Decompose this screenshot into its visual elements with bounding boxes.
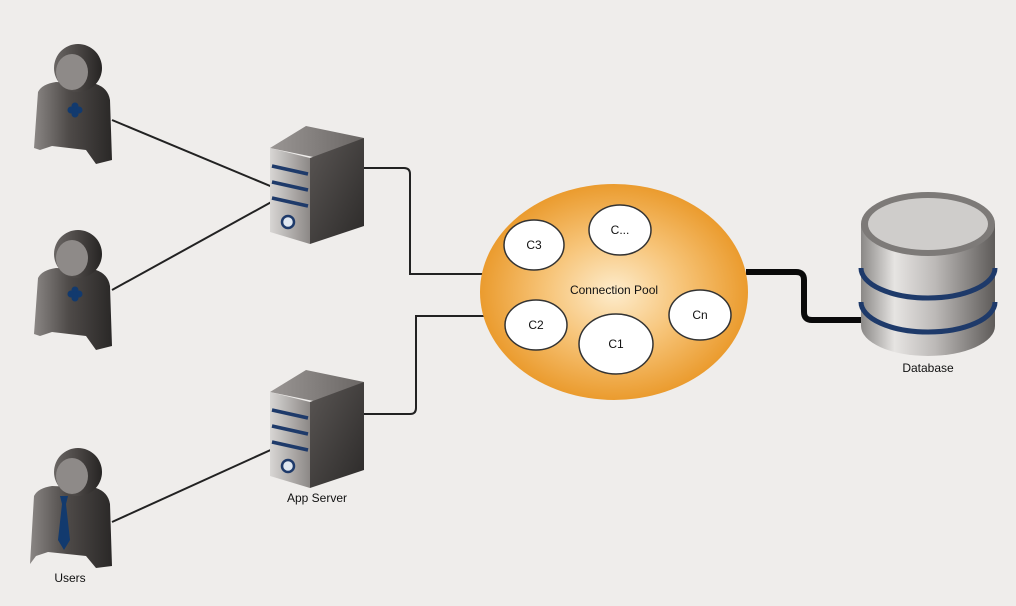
user-face — [56, 458, 88, 494]
flower-badge-icon — [67, 286, 83, 302]
links — [111, 119, 488, 523]
link-pool-database — [746, 269, 866, 323]
link-server2-pool — [364, 315, 488, 415]
server-stripes — [271, 164, 309, 208]
user-1 — [34, 44, 112, 164]
database-top — [868, 198, 988, 250]
connection-label: C2 — [528, 318, 544, 332]
necktie-icon — [58, 496, 70, 550]
app-server-label: App Server — [287, 491, 347, 505]
connection-label: C... — [611, 223, 630, 237]
server-1 — [270, 126, 364, 244]
connection-cn: Cn — [668, 289, 732, 341]
users-label: Users — [54, 571, 85, 585]
user-face — [56, 240, 88, 276]
server-power-icon — [280, 458, 296, 474]
connection-pool-label: Connection Pool — [570, 283, 658, 297]
user-body — [34, 82, 112, 164]
link-server1-pool — [364, 167, 488, 275]
link-user3-server2 — [111, 447, 276, 523]
user-body — [34, 268, 112, 350]
server-power-icon — [280, 214, 296, 230]
database-band — [858, 301, 998, 335]
server-2 — [270, 370, 364, 488]
database-label: Database — [902, 361, 954, 375]
server-side — [310, 138, 364, 244]
connection-label: Cn — [692, 308, 707, 322]
database-body — [861, 224, 995, 356]
database-band — [858, 267, 998, 301]
connection-c1: C1 — [578, 313, 654, 375]
server-front — [270, 148, 310, 244]
link-user1-server1 — [111, 119, 276, 189]
connection-label: C3 — [526, 238, 542, 252]
flower-badge-icon — [67, 102, 83, 118]
server-stripes — [271, 408, 309, 452]
link-user2-server1 — [111, 199, 276, 291]
user-2 — [34, 230, 112, 350]
user-3 — [30, 448, 112, 568]
user-body — [30, 486, 112, 568]
connection-c-etc: C... — [588, 204, 652, 256]
server-side — [310, 382, 364, 488]
connection-c2: C2 — [504, 299, 568, 351]
server-front — [270, 392, 310, 488]
database-cylinder — [858, 192, 998, 356]
connection-c3: C3 — [503, 219, 565, 271]
user-face — [56, 54, 88, 90]
connection-label: C1 — [608, 337, 624, 351]
